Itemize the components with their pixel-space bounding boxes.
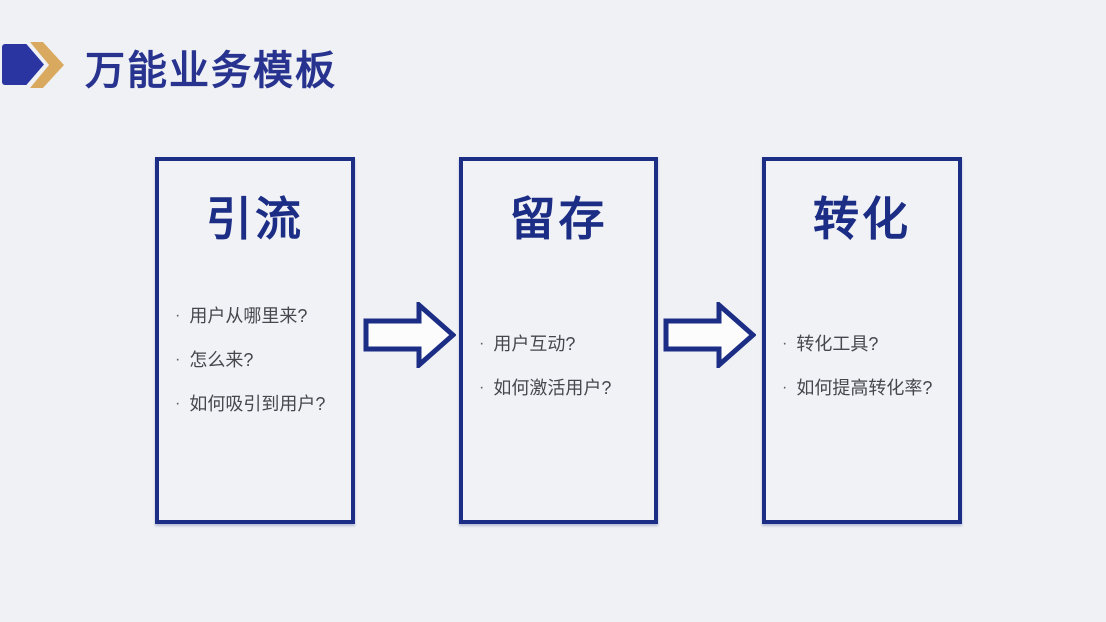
bullet-dot-icon: · — [175, 351, 181, 368]
bullet-dot-icon: · — [782, 379, 788, 396]
flow-arrow-icon — [363, 302, 456, 368]
list-item: · 转化工具? — [782, 333, 948, 355]
list-item: · 用户互动? — [479, 333, 644, 355]
stage-title: 引流 — [206, 193, 304, 245]
bullet-text: 转化工具? — [796, 334, 879, 354]
stage-box-retain: 留存 · 用户互动? · 如何激活用户? — [459, 157, 658, 524]
bullet-dot-icon: · — [175, 395, 181, 412]
bullet-list: · 用户互动? · 如何激活用户? — [463, 333, 654, 399]
list-item: · 怎么来? — [175, 349, 341, 371]
bullet-text: 如何吸引到用户? — [189, 394, 326, 414]
stage-box-convert: 转化 · 转化工具? · 如何提高转化率? — [762, 157, 962, 524]
bullet-dot-icon: · — [782, 335, 788, 352]
stage-box-attract: 引流 · 用户从哪里来? · 怎么来? · 如何吸引到用户? — [155, 157, 355, 524]
bullet-text: 怎么来? — [189, 350, 254, 370]
bullet-dot-icon: · — [479, 379, 485, 396]
list-item: · 用户从哪里来? — [175, 305, 341, 327]
bullet-list: · 转化工具? · 如何提高转化率? — [766, 333, 958, 399]
title-decoration — [0, 40, 70, 88]
flow-arrow-icon — [663, 302, 756, 368]
bullet-text: 如何激活用户? — [493, 378, 612, 398]
page-title: 万能业务模板 — [85, 49, 337, 93]
bullet-dot-icon: · — [479, 335, 485, 352]
bullet-text: 如何提高转化率? — [796, 378, 933, 398]
bullet-list: · 用户从哪里来? · 怎么来? · 如何吸引到用户? — [159, 305, 351, 415]
list-item: · 如何激活用户? — [479, 377, 644, 399]
bullet-text: 用户从哪里来? — [189, 306, 308, 326]
stage-title: 转化 — [813, 193, 911, 245]
list-item: · 如何吸引到用户? — [175, 393, 341, 415]
stage-title: 留存 — [509, 193, 608, 245]
list-item: · 如何提高转化率? — [782, 377, 948, 399]
bullet-dot-icon: · — [175, 307, 181, 324]
bullet-text: 用户互动? — [493, 334, 576, 354]
